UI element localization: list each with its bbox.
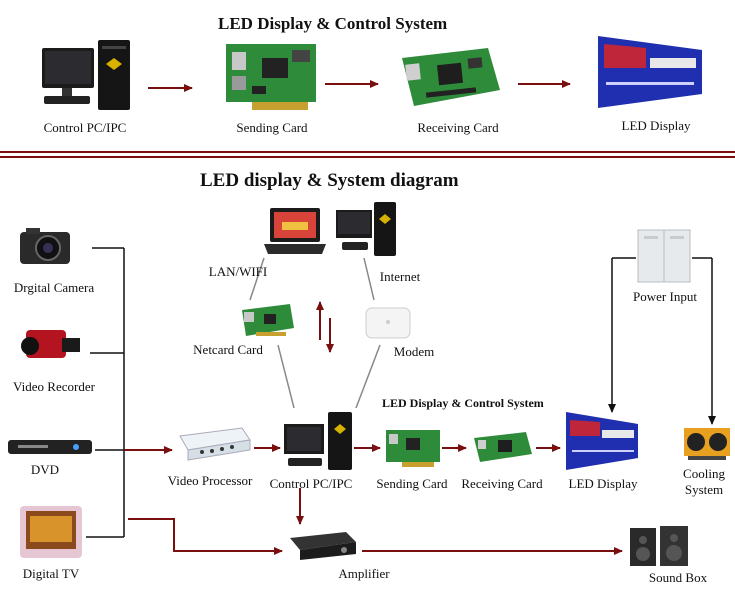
computer-icon: [334, 200, 398, 258]
laptop-icon: [262, 206, 328, 256]
dvd-icon: [6, 436, 94, 458]
computer-icon: [38, 38, 134, 114]
amplifier-icon: [286, 530, 358, 562]
top-label-led-display: LED Display: [621, 118, 691, 133]
diagram-title: LED display & System diagram: [200, 170, 459, 191]
receiving-card-icon: [470, 430, 534, 466]
video-processor-icon: [176, 426, 252, 462]
source-label-video-recorder: Video Recorder: [13, 379, 95, 394]
netcard-label: Netcard Card: [193, 342, 263, 357]
video-recorder-icon: [14, 324, 84, 366]
chain-title: LED Display & Control System: [382, 396, 544, 410]
source-label-tv: Digital TV: [22, 566, 80, 581]
top-title: LED Display & Control System: [218, 14, 448, 33]
sound-box-label: Sound Box: [648, 570, 708, 585]
camera-icon: [18, 224, 74, 268]
chain-label-video-processor: Video Processor: [167, 473, 253, 488]
chain-label-led-display: LED Display: [568, 476, 638, 491]
tv-icon: [18, 504, 84, 560]
source-label-dvd: DVD: [30, 462, 60, 477]
internet-label: Internet: [379, 269, 421, 284]
cooling-label-1: Cooling: [683, 466, 725, 481]
top-label-sending-card: Sending Card: [236, 120, 308, 135]
chain-label-sending-card: Sending Card: [376, 476, 448, 491]
netcard-icon: [240, 302, 296, 340]
led-display-icon: [594, 32, 706, 110]
power-input-label: Power Input: [633, 289, 697, 304]
top-label-control-pc: Control PC/IPC: [43, 120, 127, 135]
cooling-system-icon: [682, 424, 732, 462]
sending-card-icon: [222, 40, 322, 112]
receiving-card-icon: [396, 44, 506, 112]
power-input-icon: [636, 228, 692, 284]
top-label-receiving-card: Receiving Card: [417, 120, 499, 135]
modem-label: Modem: [393, 344, 435, 359]
modem-icon: [362, 304, 414, 342]
lan-wifi-label: LAN/WIFI: [208, 264, 268, 279]
source-label-camera: Drgital Camera: [13, 280, 95, 295]
led-display-icon: [564, 410, 640, 472]
cooling-label-2: System: [684, 482, 724, 497]
chain-label-receiving-card: Receiving Card: [461, 476, 543, 491]
sound-box-icon: [628, 524, 690, 568]
sending-card-icon: [384, 428, 442, 468]
amplifier-label: Amplifier: [338, 566, 390, 581]
computer-icon: [282, 410, 354, 472]
chain-label-control-pc: Control PC/IPC: [269, 476, 353, 491]
